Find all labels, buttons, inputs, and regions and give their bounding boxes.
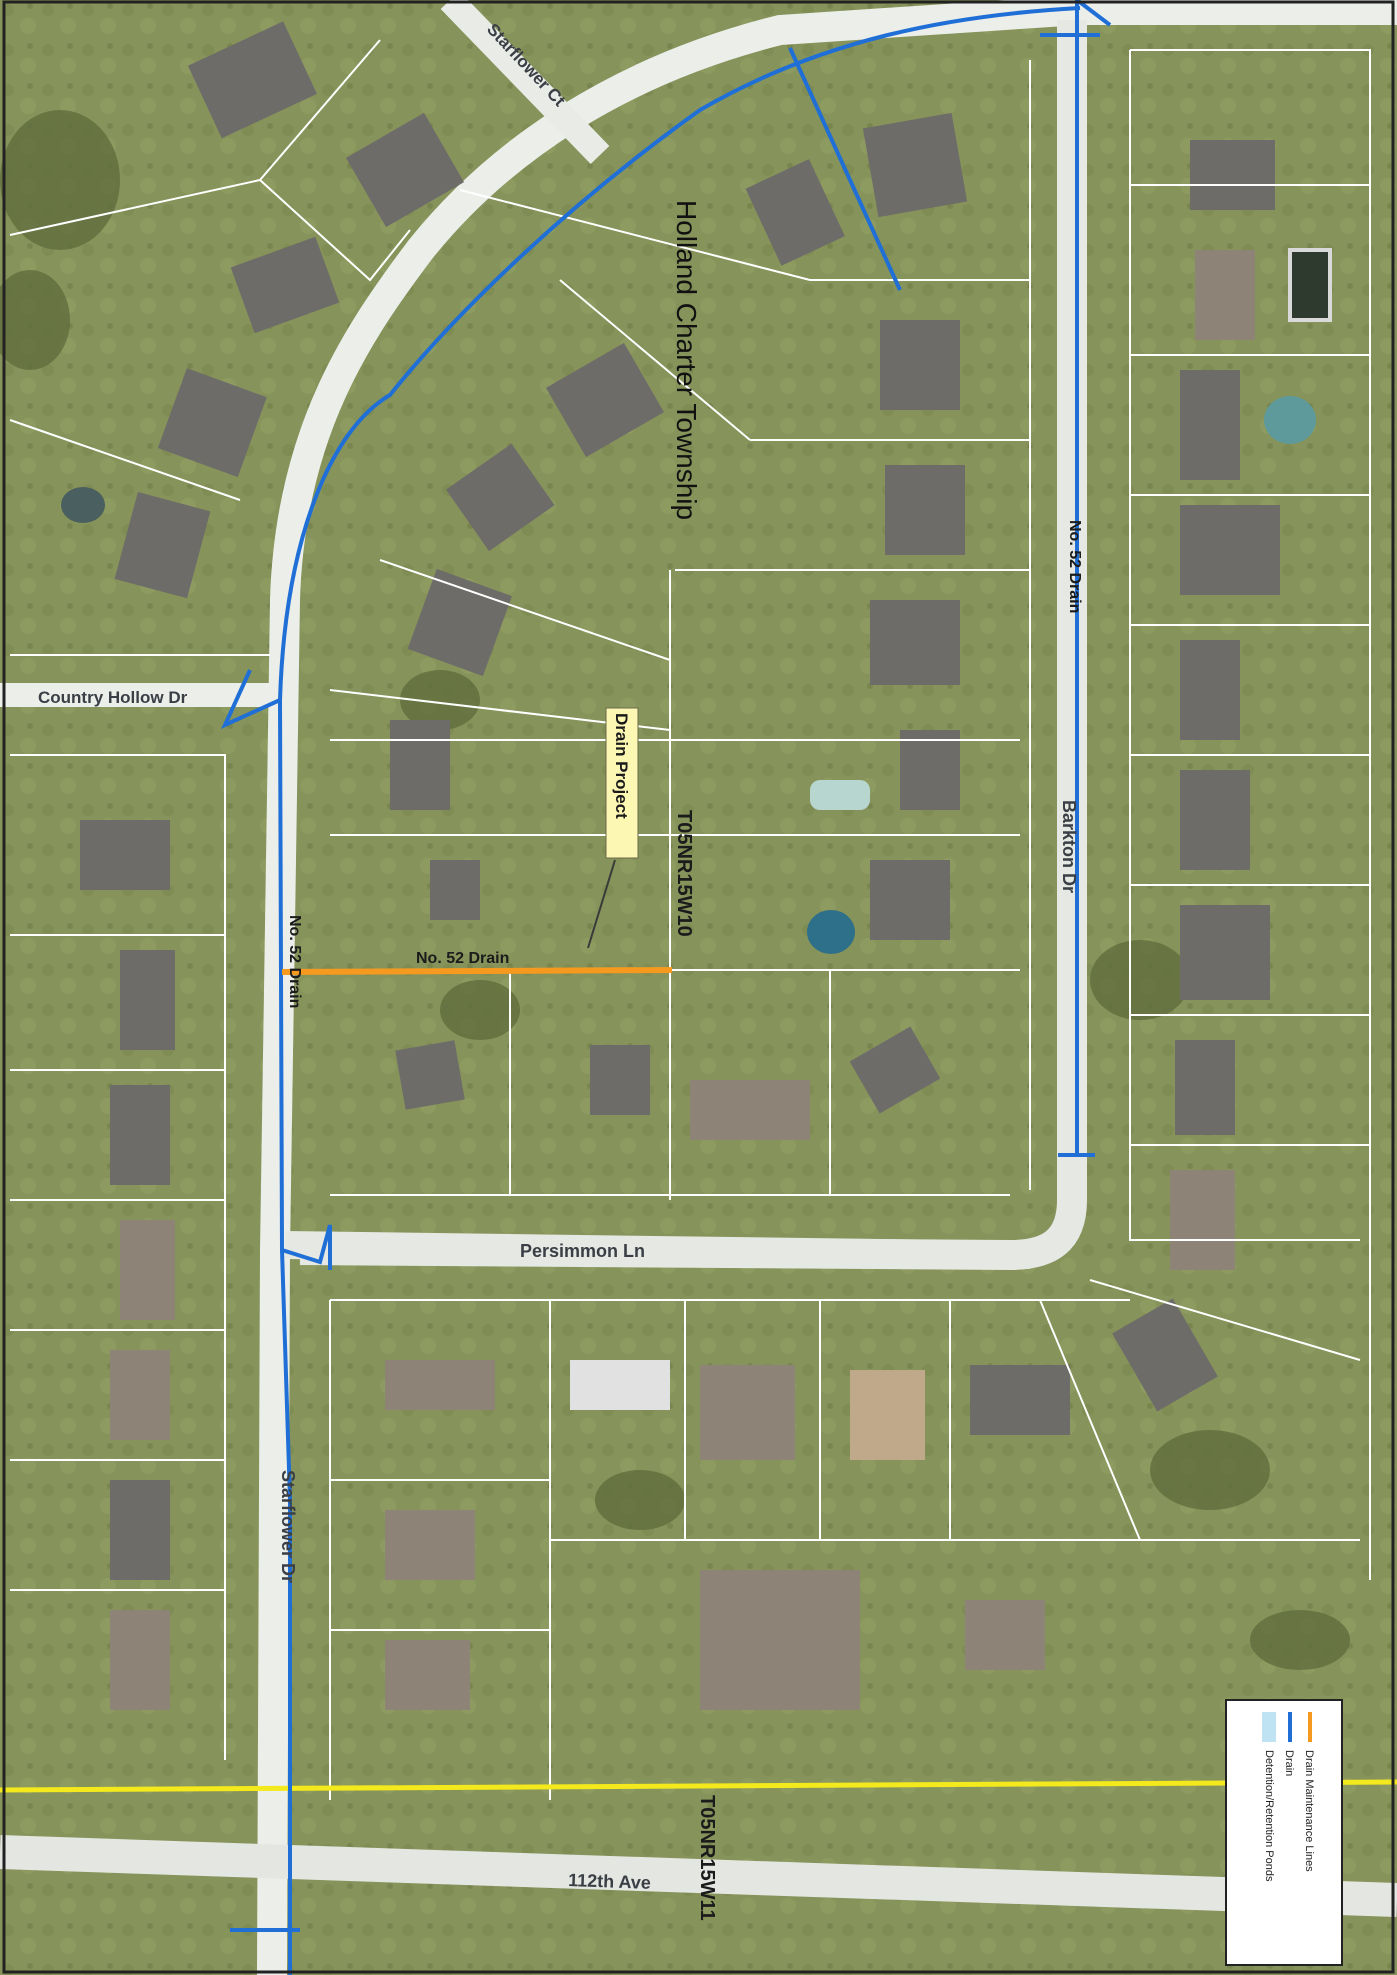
label-starflower-dr: Starflower Dr: [278, 1470, 298, 1583]
label-barkton-dr: Barkton Dr: [1059, 800, 1079, 893]
legend-swatch-ponds: [1262, 1712, 1276, 1742]
section-line: [0, 1779, 1397, 1793]
road-starflower-dr: [257, 0, 1397, 1975]
label-drain-west: No. 52 Drain: [286, 915, 303, 1008]
parcel-lines: [9, 39, 1371, 1800]
label-section-10: T05NR15W10: [673, 810, 695, 937]
label-drain-east: No. 52 Drain: [1066, 520, 1083, 613]
label-country-hollow: Country Hollow Dr: [38, 688, 188, 707]
legend: Drain Maintenance Lines Drain Detention/…: [1225, 1699, 1343, 1966]
buildings: [80, 21, 1280, 1710]
label-112th-ave: 112th Ave: [568, 1870, 651, 1893]
drain-branch-north: [788, 47, 902, 291]
label-section-11: T05NR15W11: [696, 1795, 718, 1921]
label-persimmon-ln: Persimmon Ln: [520, 1241, 645, 1261]
callout-leader: [587, 859, 616, 949]
road-starflower-ct: [440, 0, 610, 165]
tree-canopy: [0, 110, 1350, 1670]
label-drain-project-line: No. 52 Drain: [416, 950, 509, 967]
legend-label-ponds: Detention/Retention Ponds: [1263, 1750, 1275, 1882]
road-persimmon-ln: [284, 1231, 1031, 1269]
drain-lines: [220, 0, 1112, 1975]
drain-maintenance-line: [281, 967, 673, 975]
road-112th-ave: [0, 1835, 1397, 1917]
legend-box: [1225, 1699, 1343, 1966]
callout-box: [605, 707, 639, 859]
legend-label-drain: Drain: [1283, 1750, 1295, 1776]
legend-label-maintenance: Drain Maintenance Lines: [1303, 1750, 1315, 1872]
label-township: Holland Charter Township: [671, 200, 702, 520]
callout-drain-project: Drain Project: [612, 713, 631, 819]
drain-line-west: [277, 6, 1081, 1975]
